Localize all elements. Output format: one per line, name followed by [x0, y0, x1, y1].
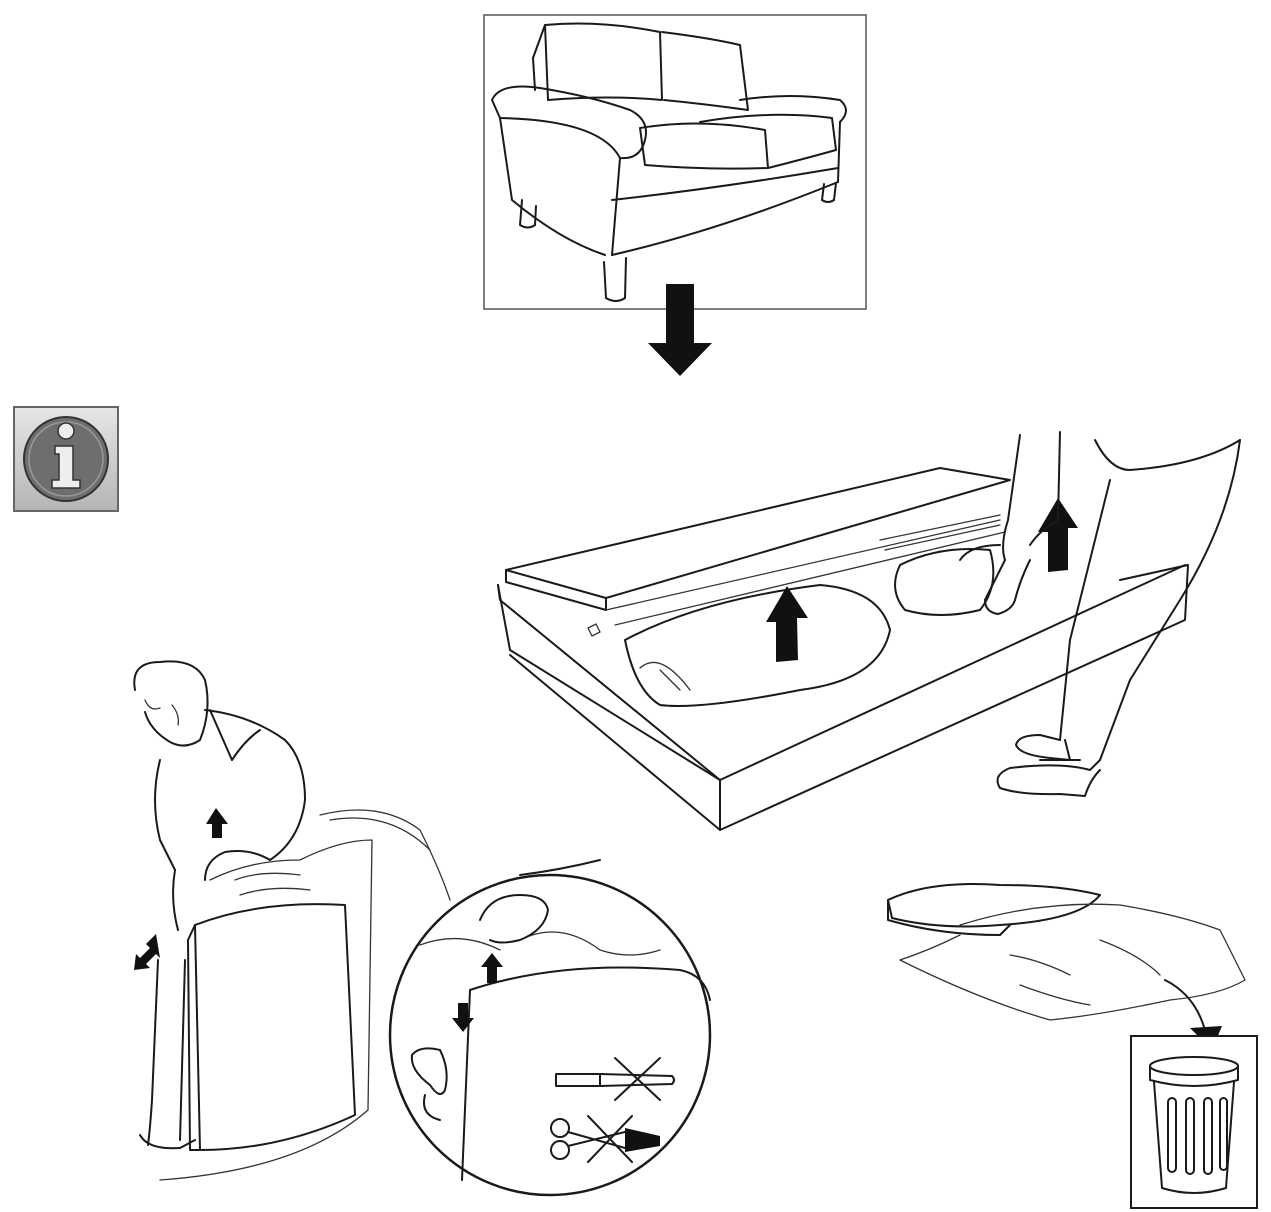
sofa-illustration — [491, 22, 847, 302]
arrow-up-icon — [766, 586, 808, 662]
sofa-base-unpacking — [497, 467, 1189, 831]
arrow-up-icon — [206, 808, 228, 838]
discarded-plastic — [887, 883, 1246, 1050]
no-scissors-icon — [550, 1115, 660, 1163]
trash-bin-icon — [1149, 1056, 1239, 1194]
arrow-down-icon — [134, 934, 160, 970]
arrow-down-icon — [648, 284, 712, 376]
arrow-up-icon — [1038, 498, 1078, 572]
person-removing-plastic — [133, 660, 451, 1181]
info-icon — [13, 406, 119, 512]
zoom-detail-circle — [388, 859, 712, 1197]
sofa-panel — [483, 14, 867, 310]
no-knife-icon — [555, 1057, 675, 1101]
trash-bin-panel — [1130, 1035, 1258, 1209]
person-lifting-cushions — [984, 431, 1241, 797]
arrow-up-icon — [481, 953, 503, 983]
arrow-down-icon — [452, 1003, 474, 1032]
